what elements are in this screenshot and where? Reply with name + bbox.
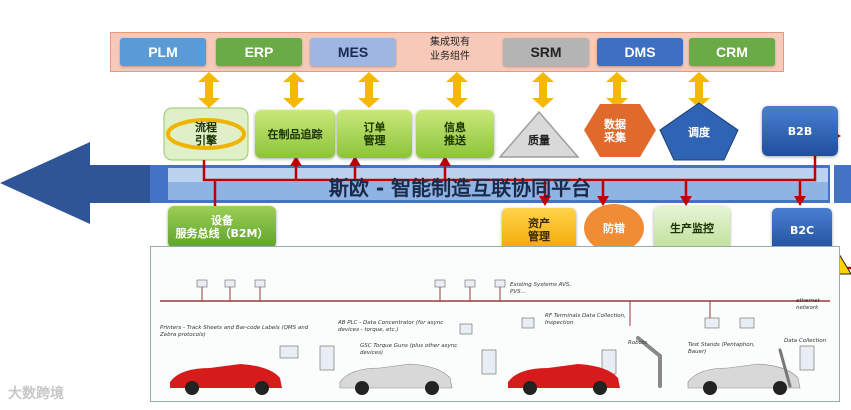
mes-button[interactable]: MES	[310, 38, 396, 66]
plc-label: AB PLC - Data Concentrator (for async de…	[338, 320, 444, 333]
process-engine-ring	[166, 118, 246, 150]
srm-button[interactable]: SRM	[503, 38, 589, 66]
quality-shape	[498, 110, 580, 158]
b2c-module[interactable]: B2C	[772, 208, 832, 252]
asset-management-module[interactable]: 资产管理	[502, 208, 576, 252]
process-engine-module[interactable]: 流程引擎	[170, 118, 242, 150]
erp-button[interactable]: ERP	[216, 38, 302, 66]
scheduling-shape	[659, 102, 739, 161]
arrow-erp	[283, 72, 305, 108]
robots-label: Robots	[628, 340, 648, 346]
torque-guns-label: GSC Torque Guns (plus other async device…	[360, 343, 458, 356]
arrow-srm	[532, 72, 554, 108]
components-line2: 业务组件	[430, 51, 470, 62]
existing-components-label: 集成现有 业务组件	[405, 36, 495, 68]
scheduling-module[interactable]: 调度	[688, 125, 710, 139]
components-line1: 集成现有	[430, 37, 470, 48]
arrow-components	[446, 72, 468, 108]
info-push-module[interactable]: 信息推送	[416, 110, 494, 158]
error-proofing-module[interactable]: 防错	[603, 221, 625, 235]
watermark-text: 大数跨境	[8, 386, 64, 402]
asset-management-label-1: 资产	[528, 217, 550, 230]
production-monitoring-module[interactable]: 生产监控	[654, 206, 730, 250]
crm-button[interactable]: CRM	[689, 38, 775, 66]
process-engine-label-2: 引擎	[195, 134, 217, 147]
plm-button[interactable]: PLM	[120, 38, 206, 66]
device-bus-label-2: 服务总线（B2M）	[175, 227, 269, 240]
error-proof-shape	[584, 204, 644, 252]
arrow-mes	[358, 72, 380, 108]
arrow-dms	[606, 72, 628, 108]
car-row	[170, 363, 801, 395]
data-collect-shape	[584, 104, 656, 157]
dms-button[interactable]: DMS	[597, 38, 683, 66]
device-service-bus-module[interactable]: 设备服务总线（B2M）	[168, 206, 276, 248]
test-stands-label: Test Stands (Pentaphon, Bauer)	[688, 342, 755, 355]
existing-systems-label: Existing Systems AVS, PVS...	[510, 282, 572, 295]
asset-management-label-2: 管理	[528, 230, 550, 243]
order-management-label-1: 订单	[363, 121, 386, 134]
order-management-label-2: 管理	[363, 134, 386, 147]
arrow-plm	[198, 72, 220, 108]
robot-arm	[636, 336, 662, 388]
data-collection-label-2: 采集	[604, 131, 626, 144]
rf-terminals-label: RF Terminals Data Collection, Inspection	[545, 313, 626, 326]
printers-label: Printers - Track Sheets and Bar-code Lab…	[160, 325, 309, 338]
info-push-label-1: 信息	[444, 121, 466, 134]
b2b-module[interactable]: B2B	[762, 106, 838, 156]
data-collection-label: Data Collection	[784, 338, 827, 344]
factory-floor-drawing	[160, 279, 830, 395]
wip-tracking-module[interactable]: 在制品追踪	[255, 110, 335, 158]
order-management-module[interactable]: 订单管理	[337, 110, 412, 158]
data-collection-module[interactable]: 数据采集	[590, 117, 640, 145]
device-bus-label-1: 设备	[210, 214, 233, 227]
platform-title: 斯欧 - 智能制造互联协同平台	[328, 176, 592, 200]
process-engine-label-1: 流程	[195, 121, 217, 134]
quality-module[interactable]: 质量	[528, 133, 550, 147]
info-push-label-2: 推送	[444, 134, 466, 147]
data-collection-label-1: 数据	[604, 118, 626, 131]
ethernet-label: ethernet network	[796, 298, 820, 311]
